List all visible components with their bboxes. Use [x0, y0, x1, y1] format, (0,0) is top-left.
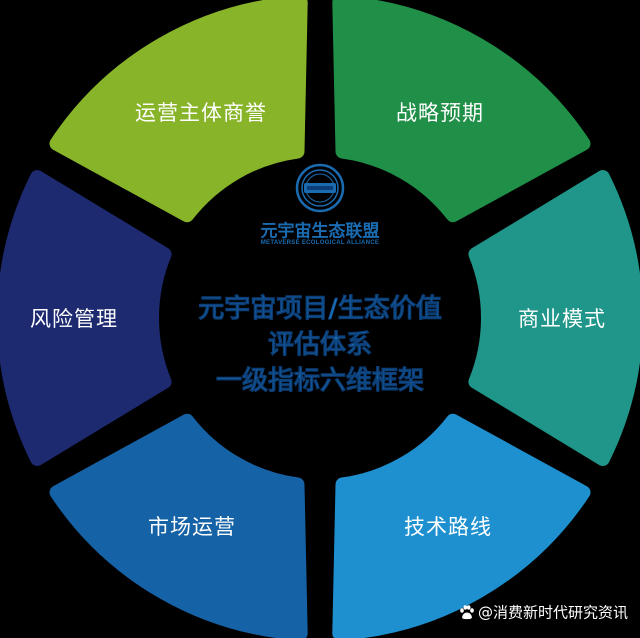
- watermark-text: @消费新时代研究资讯: [477, 603, 628, 622]
- segment-label-reputation: 运营主体商誉: [135, 101, 267, 125]
- segment-label-strategy: 战略预期: [396, 101, 484, 125]
- watermark: @消费新时代研究资讯: [459, 602, 628, 623]
- segment-strategy: [332, 0, 591, 223]
- center-title: 元宇宙项目/生态价值 评估体系 一级指标六维框架: [198, 291, 442, 399]
- segment-label-business-model: 商业模式: [518, 307, 606, 331]
- segment-label-market-operation: 市场运营: [148, 515, 236, 539]
- segment-risk-management: [0, 170, 172, 466]
- center-title-line-1: 元宇宙项目/生态价值: [198, 294, 442, 325]
- alliance-subtitle: METAVERSE ECOLOGICAL ALLIANCE: [260, 240, 380, 246]
- segment-market-operation: [49, 413, 308, 638]
- alliance-seal-icon: [295, 163, 345, 213]
- segment-tech-route: [332, 413, 591, 638]
- segment-business-model: [468, 170, 640, 466]
- segment-label-risk-management: 风险管理: [30, 307, 118, 331]
- alliance-name: 元宇宙生态联盟: [260, 221, 380, 242]
- segment-label-tech-route: 技术路线: [404, 515, 492, 539]
- center-title-line-3: 一级指标六维框架: [215, 366, 425, 397]
- segment-reputation: [49, 0, 308, 223]
- paw-icon: [460, 604, 474, 619]
- center-title-line-2: 评估体系: [267, 330, 373, 361]
